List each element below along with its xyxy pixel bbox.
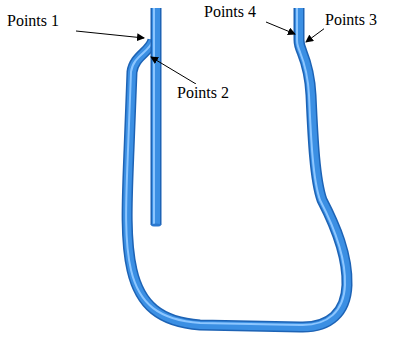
leader-arrow	[306, 28, 325, 42]
leader-arrow	[266, 22, 295, 34]
straight-tube	[152, 8, 160, 225]
point-label: Points 4	[203, 3, 257, 21]
tube-end	[151, 224, 161, 227]
straight-tube-highlight	[153, 8, 155, 225]
tube-loop-highlight	[126, 8, 345, 325]
straight-tube-edge	[151, 8, 162, 225]
tube-loop	[127, 8, 347, 327]
point-label: Points 3	[324, 11, 378, 29]
tube-loop-edge	[127, 8, 347, 327]
leader-arrow	[151, 57, 196, 84]
point-label: Points 2	[176, 84, 230, 102]
point-label: Points 1	[6, 12, 60, 30]
leader-arrow	[76, 31, 144, 38]
